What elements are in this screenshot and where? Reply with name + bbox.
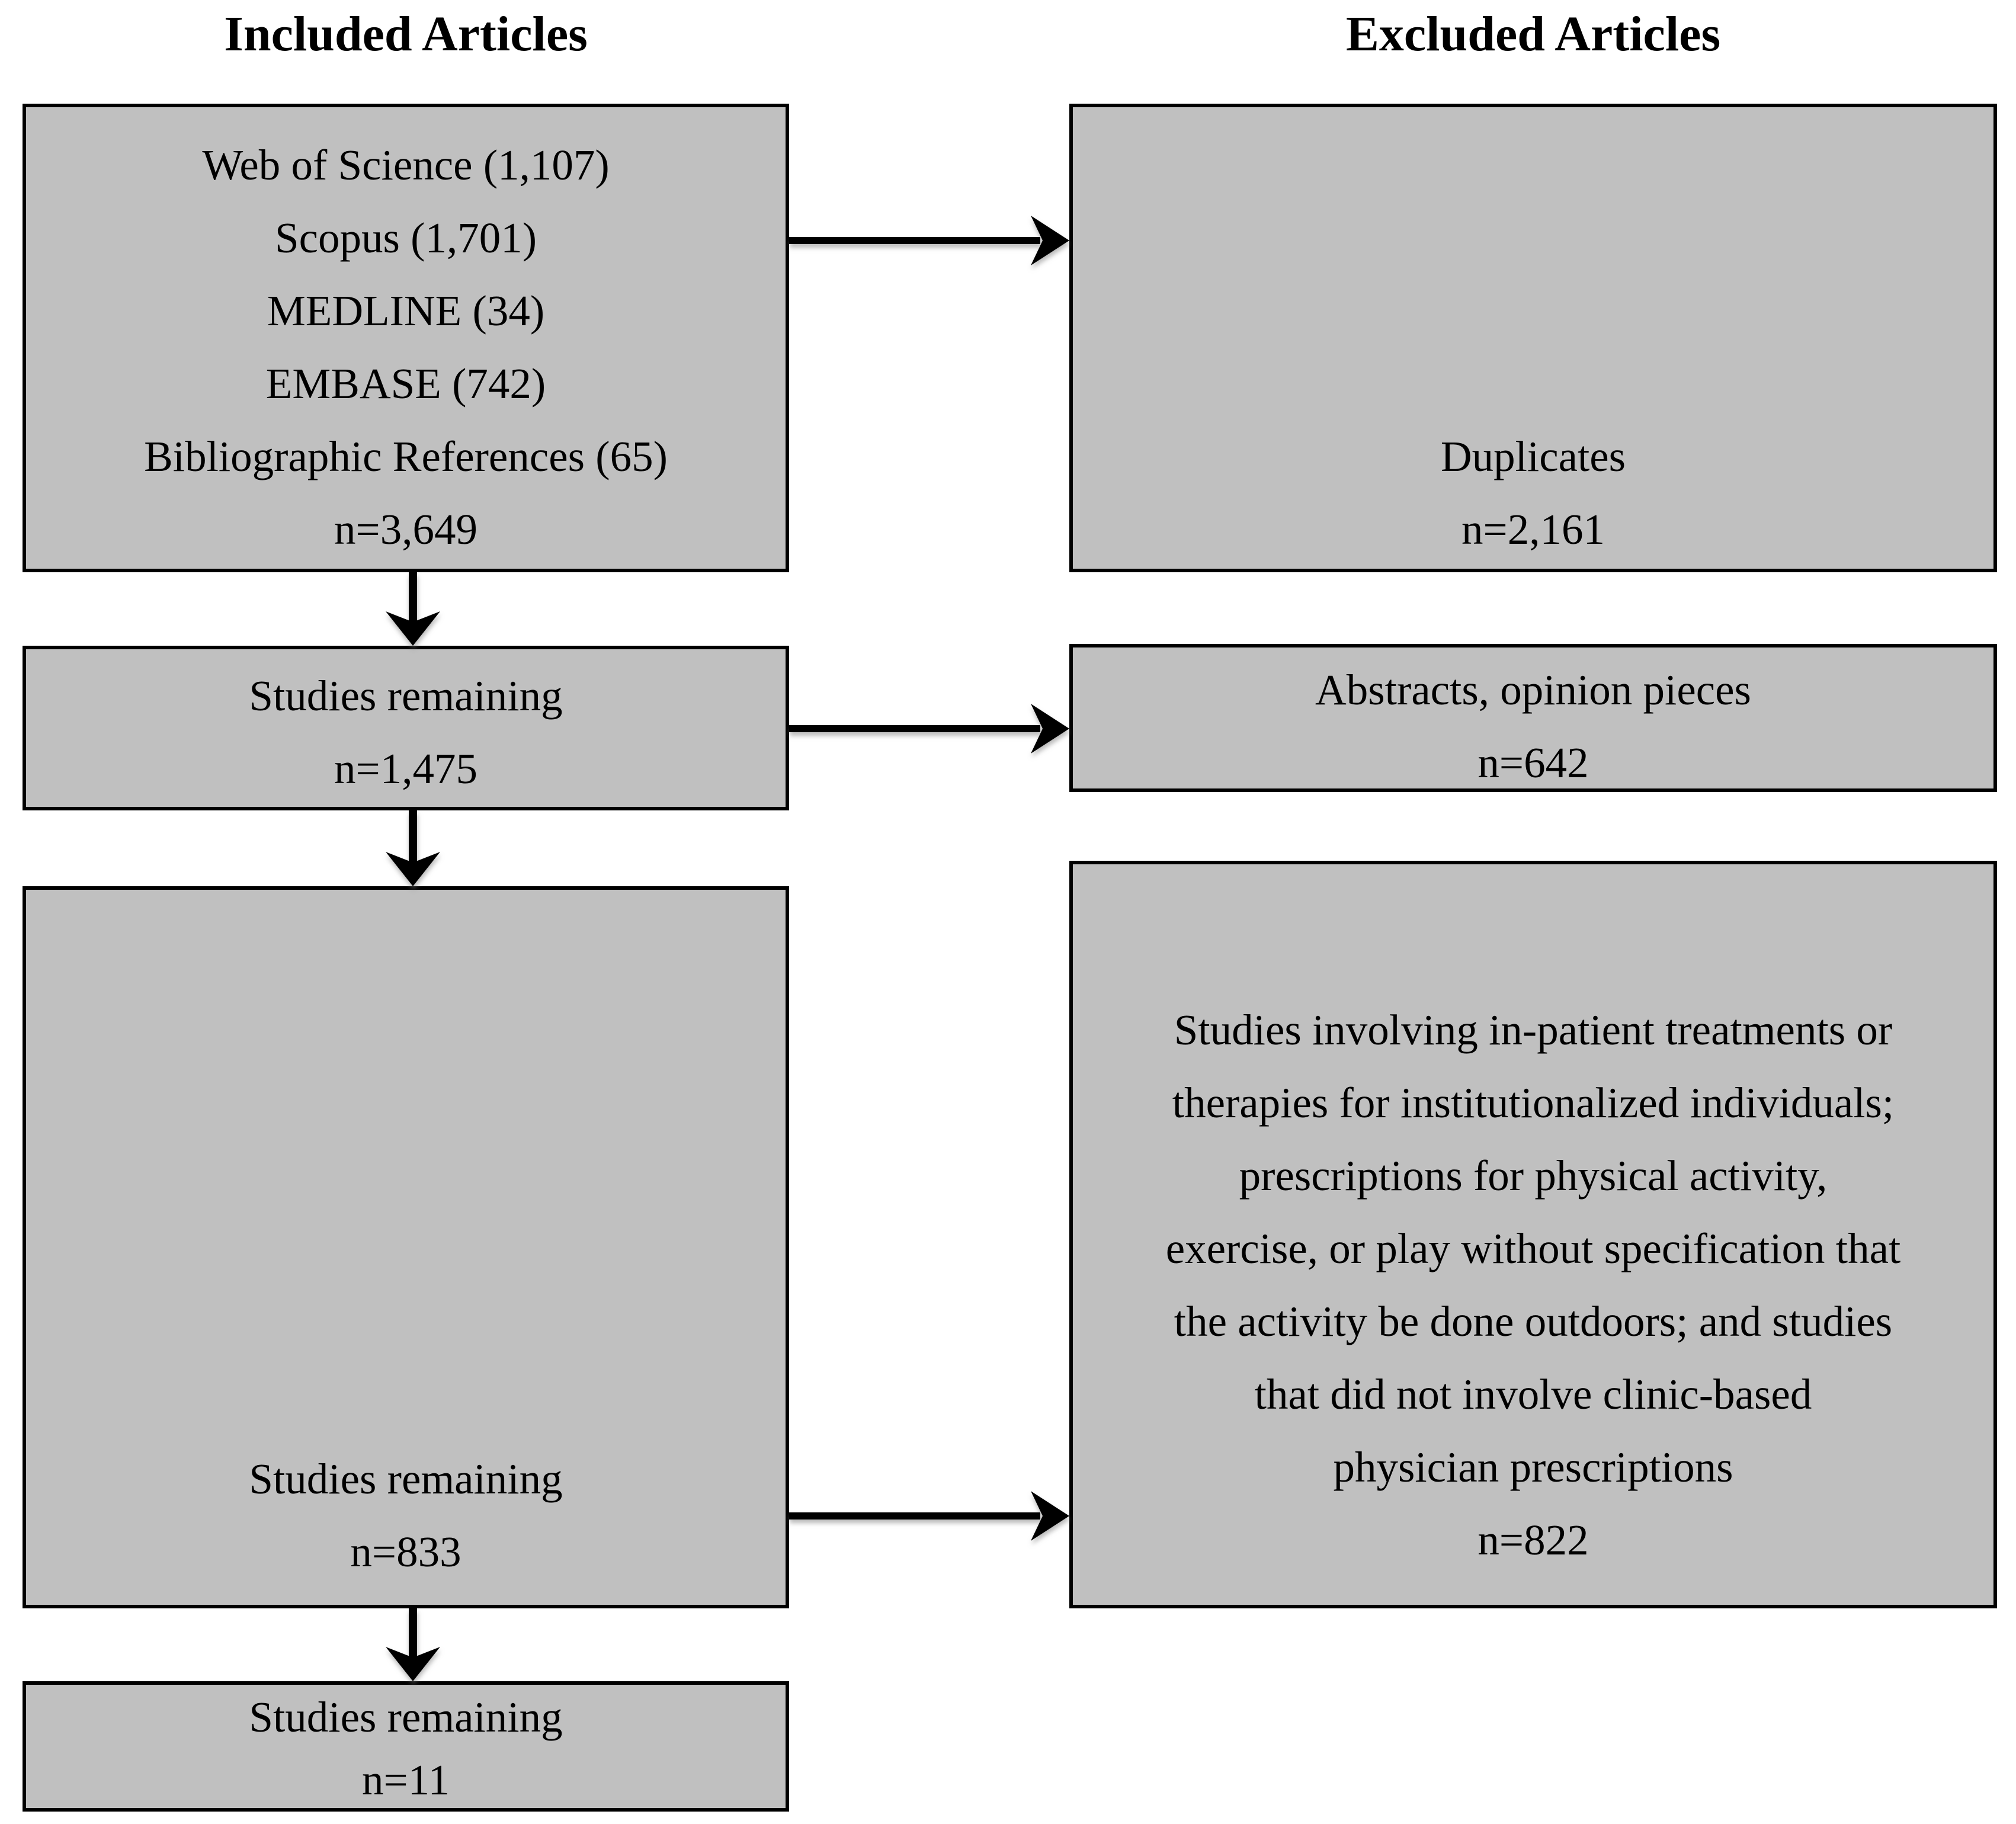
box-line: Studies remaining (249, 1693, 563, 1741)
box-count: n=11 (362, 1756, 450, 1804)
arrow-sources-to-duplicates-icon (789, 216, 1069, 265)
box-excluded-abstracts-opinion: Abstracts, opinion pieces n=642 (1069, 644, 1997, 792)
box-excluded-duplicates: Duplicates n=2,161 (1069, 104, 1997, 572)
box-line: Abstracts, opinion pieces (1315, 666, 1751, 714)
arrow-screening-to-final-icon (386, 1608, 440, 1681)
arrow-remaining-to-abstracts-icon (789, 704, 1069, 754)
box-database-sources: Web of Science (1,107) Scopus (1,701) ME… (23, 104, 789, 572)
box-count: n=642 (1477, 739, 1589, 787)
box-studies-remaining-1475: Studies remaining n=1,475 (23, 646, 789, 810)
box-line: Duplicates (1440, 432, 1626, 480)
box-line: Studies involving in-patient treatments … (1174, 1006, 1893, 1054)
box-line: Scopus (1,701) (274, 213, 537, 262)
box-line: MEDLINE (34) (267, 286, 545, 335)
box-line: Bibliographic References (65) (144, 432, 668, 480)
box-line: the activity be done outdoors; and studi… (1174, 1297, 1893, 1345)
box-count: n=1,475 (334, 745, 477, 793)
arrow-remaining-to-criteria-icon (789, 1491, 1069, 1541)
box-line: exercise, or play without specification … (1165, 1224, 1901, 1272)
box-excluded-criteria: Studies involving in-patient treatments … (1069, 861, 1997, 1608)
box-line: Studies remaining (249, 1455, 563, 1503)
box-line: therapies for institutionalized individu… (1172, 1079, 1895, 1127)
column-header-excluded: Excluded Articles (1345, 7, 1721, 62)
box-count: n=833 (350, 1528, 461, 1576)
box-line: physician prescriptions (1333, 1443, 1733, 1491)
box-line: that did not involve clinic-based (1254, 1370, 1812, 1418)
box-studies-remaining-833: Studies remaining n=833 (23, 886, 789, 1608)
box-count: n=2,161 (1461, 505, 1605, 553)
box-count: n=3,649 (334, 505, 477, 553)
arrow-remaining-to-screening-icon (386, 810, 440, 886)
arrow-sources-to-remaining-icon (386, 572, 440, 646)
box-line: Studies remaining (249, 672, 563, 720)
box-studies-remaining-11: Studies remaining n=11 (23, 1681, 789, 1812)
column-header-included: Included Articles (224, 7, 588, 62)
box-line: EMBASE (742) (265, 359, 546, 408)
box-line: prescriptions for physical activity, (1239, 1152, 1828, 1200)
box-line: Web of Science (1,107) (202, 140, 610, 189)
box-count: n=822 (1477, 1516, 1589, 1564)
